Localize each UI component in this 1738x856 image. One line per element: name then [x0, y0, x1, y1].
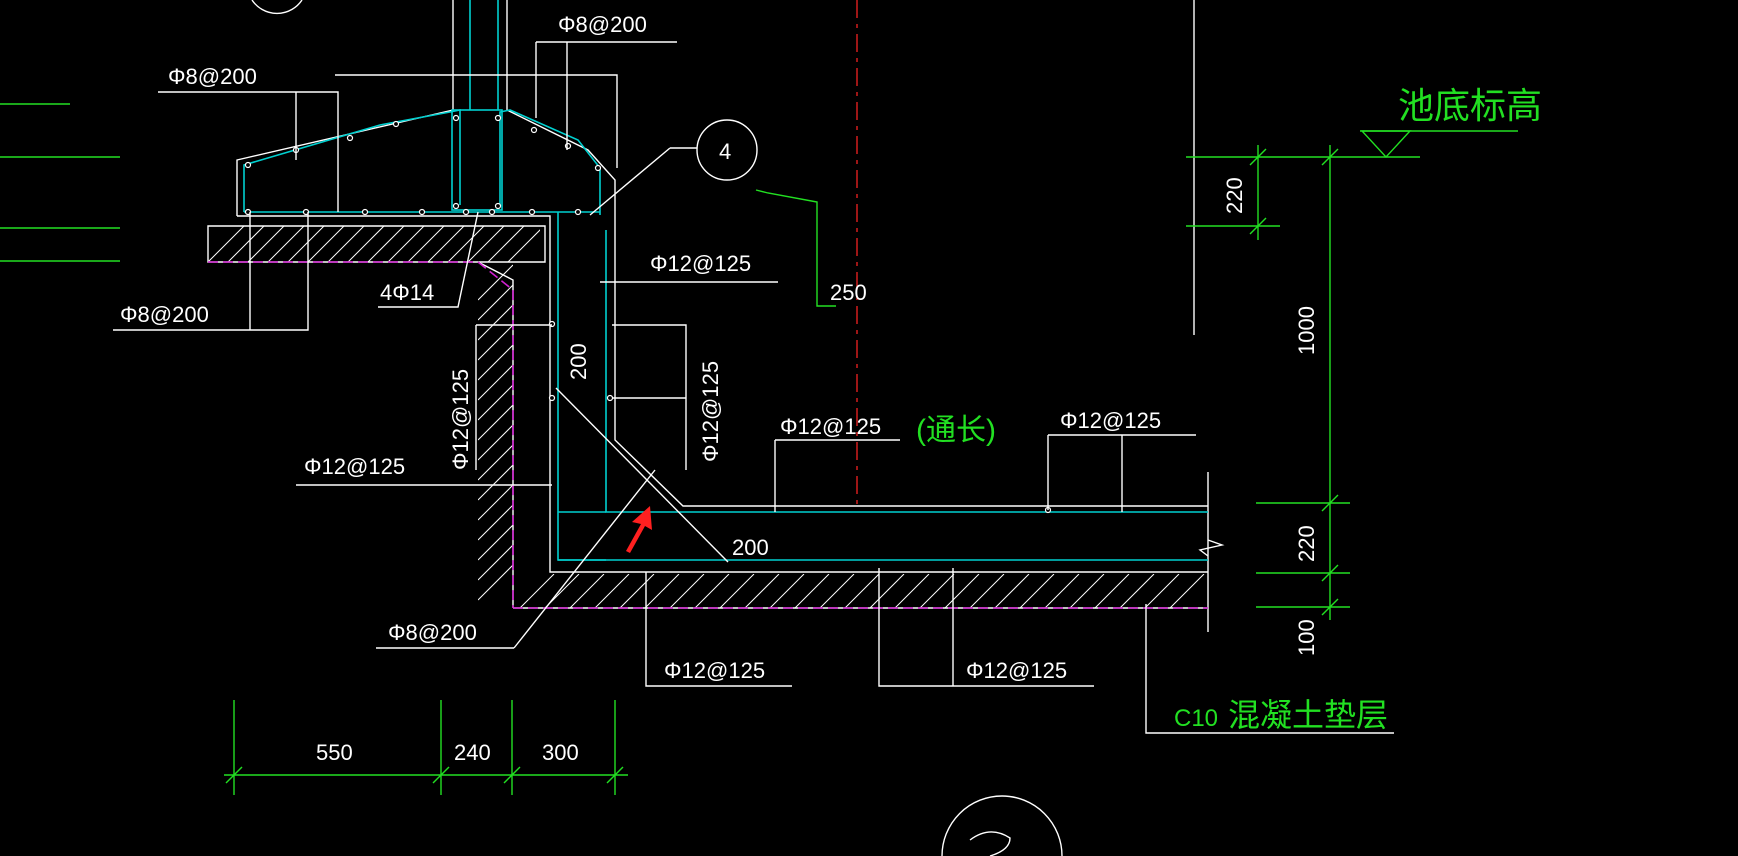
- section-circle-top: [251, 0, 303, 15]
- label-cushion-name: 混凝土垫层: [1228, 697, 1388, 733]
- label-wall-vertical-right: Φ12@125: [698, 361, 723, 462]
- label-4phi14: 4Φ14: [380, 280, 434, 305]
- hatch-wall: [477, 261, 514, 608]
- label-wall-outer-phi12: Φ12@125: [304, 454, 405, 479]
- corner-leader: [513, 469, 656, 649]
- concrete-outline: [236, 0, 1225, 632]
- hatch-base-slab: [513, 574, 1208, 609]
- dim-bottom-240: 240: [454, 740, 491, 765]
- label-wall-vertical-left: Φ12@125: [448, 369, 473, 470]
- label-leaders: [113, 0, 1394, 734]
- detail-callout: [589, 119, 758, 216]
- label-dim-200-vertical: 200: [566, 343, 591, 380]
- dim-right-1000: 1000: [1294, 306, 1319, 355]
- dim-right-100: 100: [1294, 619, 1319, 656]
- label-corner-phi8: Φ8@200: [388, 620, 477, 645]
- dim-250-leader: [755, 189, 836, 307]
- dim-bottom-300: 300: [542, 740, 579, 765]
- label-slab-bottom-left-phi12: Φ12@125: [664, 658, 765, 683]
- hatch-top-slab: [207, 225, 546, 263]
- left-green-lines: [0, 103, 120, 262]
- label-cushion-grade: C10: [1174, 705, 1218, 732]
- dim-right-220-bottom: 220: [1294, 525, 1319, 562]
- label-continuous: (通长): [916, 414, 996, 447]
- haunch-bar: [555, 387, 729, 563]
- label-slab-top-phi12: Φ12@125: [780, 414, 881, 439]
- label-callout-4: 4: [719, 139, 731, 164]
- rebar-dots: [244, 114, 1052, 514]
- label-top-phi8: Φ8@200: [558, 12, 647, 37]
- dimension-bottom: [224, 700, 628, 795]
- label-slab-bottom-right-phi12: Φ12@125: [966, 658, 1067, 683]
- label-dim-250: 250: [830, 280, 867, 305]
- label-dim-200-slab: 200: [732, 535, 769, 560]
- dimension-right: [1186, 145, 1420, 620]
- dim-right-220-top: 220: [1222, 177, 1247, 214]
- section-circle-bottom: [941, 795, 1063, 856]
- label-left-phi8: Φ8@200: [168, 64, 257, 89]
- label-wall-inner-phi12: Φ12@125: [650, 251, 751, 276]
- red-arrow-icon: [626, 506, 652, 553]
- label-pool-bottom-elevation: 池底标高: [1398, 85, 1542, 126]
- dim-bottom-550: 550: [316, 740, 353, 765]
- label-slab-top-right-phi12: Φ12@125: [1060, 408, 1161, 433]
- label-lower-phi8: Φ8@200: [120, 302, 209, 327]
- elevation-marker: [1360, 130, 1518, 159]
